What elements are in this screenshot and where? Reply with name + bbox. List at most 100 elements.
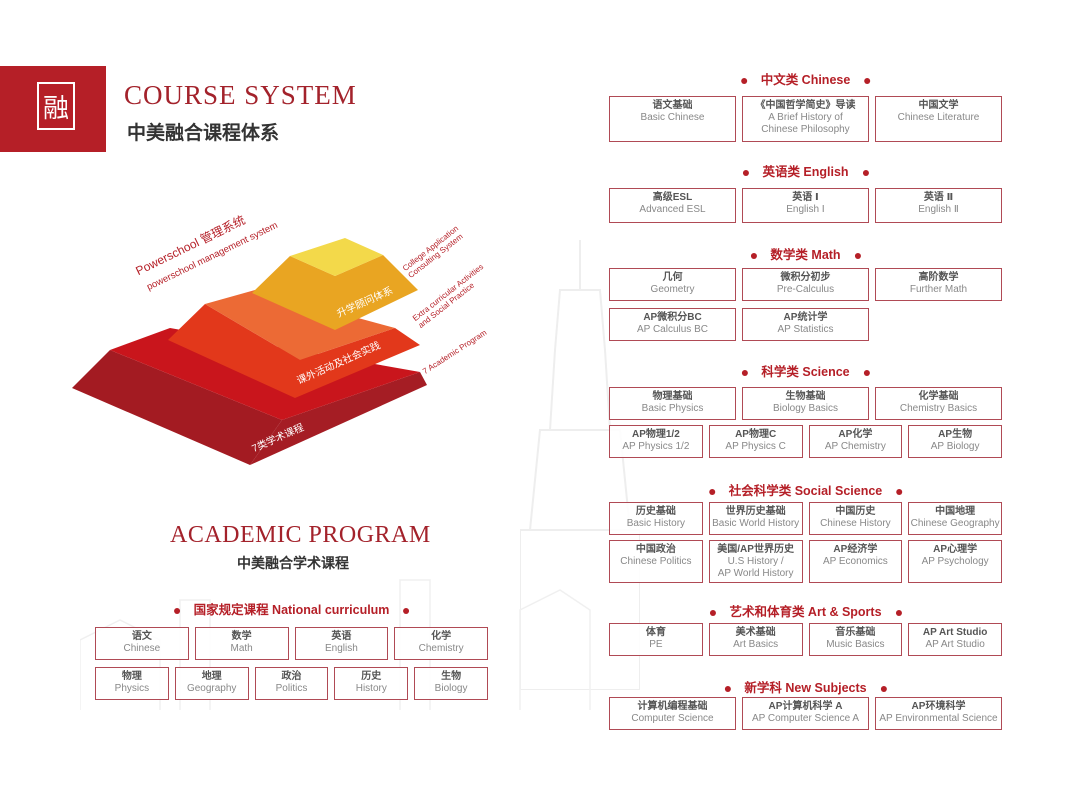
bullet-dot-icon [742,169,749,176]
bullet-dot-icon [862,169,869,176]
course-name-en: AP Art Studio [925,639,985,650]
course-name-en: Physics [114,683,150,694]
section-title: 中文类 Chinese [760,73,851,87]
course-name-cn: AP环境科学 [911,701,966,712]
course-name-cn: 几何 [662,272,683,283]
bullet-dot-icon [724,685,731,692]
course-name-cn: 地理 [201,671,222,682]
course-name-cn: AP化学 [838,429,873,440]
bullet-dot-icon [741,369,748,376]
course-name-cn: 语文基础 [652,100,693,111]
course-name-en: English [324,643,358,654]
course-name-en: Music Basics [826,639,885,650]
section-title: 科学类 Science [761,365,850,379]
course-name-en: Further Math [909,284,968,295]
course-name-en: Chinese History [820,518,891,529]
course-name-cn: 中国文学 [918,100,959,111]
course-name-cn: 高级ESL [652,192,693,203]
course-name-en: U.S History / AP World History [717,556,794,579]
course-name-en: Basic Chinese [640,112,705,123]
logo-seal-icon: 融 [37,82,75,130]
section-title: 艺术和体育类 Art & Sports [729,605,882,619]
course-name-en: AP Biology [930,441,980,452]
course-name-en: Chinese Politics [620,556,692,567]
pyramid-layer-3-front [252,255,418,330]
course-name-en: AP Computer Science A [751,713,860,724]
section-title: 数学类 Math [770,248,841,262]
course-name-cn: 中国历史 [835,506,876,517]
course-name-en: Basic Physics [641,403,704,414]
course-name-cn: AP生物 [938,429,973,440]
course-name-en: Geography [186,683,237,694]
course-name-cn: 计算机编程基础 [637,701,708,712]
bullet-dot-icon [864,77,871,84]
course-name-cn: 体育 [645,627,666,638]
course-name-en: PE [649,639,663,650]
section-title: 英语类 English [762,165,849,179]
course-name-en: Computer Science [631,713,714,724]
pyramid-layer-2-front [168,304,420,398]
course-name-cn: AP微积分BC [643,312,702,323]
course-name-en: English Ⅱ [918,204,959,215]
course-name-cn: AP计算机科学 A [768,701,843,712]
bullet-dot-icon [880,685,887,692]
course-name-en: Chinese Literature [897,112,980,123]
bullet-dot-icon [750,252,757,259]
section-title: 国家规定课程 National curriculum [193,603,390,617]
course-name-cn: 美国/AP世界历史 [717,544,794,555]
course-name-en: Math [230,643,253,654]
bullet-dot-icon [740,77,747,84]
course-name-cn: 化学 [431,631,452,642]
course-name-cn: 物理 [121,671,142,682]
course-name-en: AP Environmental Science [879,713,998,724]
course-name-cn: 英语 [331,631,352,642]
city-skyline-background [80,579,591,710]
course-name-cn: 高阶数学 [918,272,959,283]
course-name-cn: 美术基础 [735,627,776,638]
section-header: 新学科 New Subjects [710,677,900,696]
course-name-en: English Ⅰ [786,204,825,215]
logo-block [0,66,106,152]
course-name-en: Geometry [650,284,695,295]
bullet-dot-icon [403,607,410,614]
course-name-cn: 数学 [231,631,252,642]
section-header: 数学类 Math [736,244,874,263]
course-name-en: AP Physics 1/2 [622,441,690,452]
course-name-en: Basic World History [712,518,800,529]
course-name-cn: AP物理C [735,429,777,440]
course-name-en: A Brief History of Chinese Philosophy [761,112,850,135]
pyramid-layer-2-top [205,290,395,360]
course-name-en: Chinese [123,643,161,654]
course-name-cn: 语文 [131,631,152,642]
section-header: 英语类 English [728,161,882,180]
academic-program-title: ACADEMIC PROGRAM [170,522,431,548]
course-name-en: Art Basics [733,639,779,650]
course-name-cn: 生物基础 [785,391,826,402]
section-header: 社会科学类 Social Science [695,480,917,499]
pyramid-layer-1-left [72,350,282,465]
course-pyramid [72,238,427,465]
course-name-en: AP Statistics [777,324,834,335]
course-name-en: Chemistry Basics [899,403,978,414]
section-header: 艺术和体育类 Art & Sports [695,601,915,620]
